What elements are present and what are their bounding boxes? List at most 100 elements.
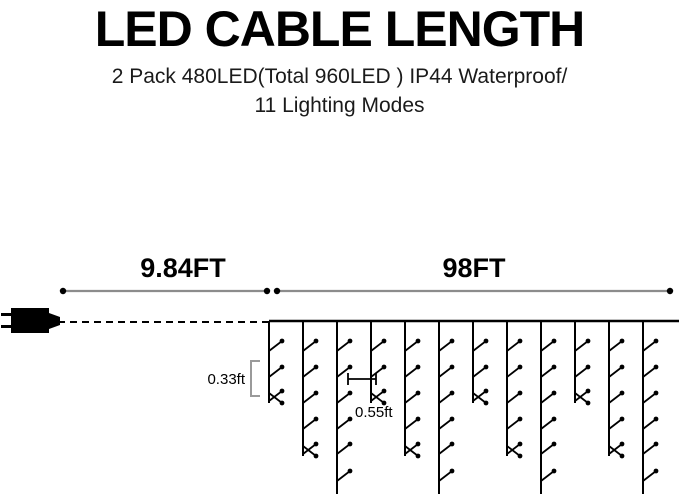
led-bulb [517, 338, 523, 344]
led-bulb [449, 338, 455, 344]
led-bulb [279, 338, 285, 344]
led-bulb [551, 390, 557, 396]
led-bulb [347, 468, 353, 474]
subtitle-line-2: 11 Lighting Modes [254, 94, 425, 117]
led-bulb [653, 390, 659, 396]
led-branch [438, 366, 453, 378]
led-bulb-terminal [415, 453, 421, 459]
led-bulb [449, 390, 455, 396]
led-bulb [381, 388, 387, 394]
led-bulb [517, 390, 523, 396]
icicle-strand [404, 321, 421, 459]
led-branch-terminal [506, 445, 521, 457]
led-bulb [619, 390, 625, 396]
led-bulb [313, 364, 319, 370]
led-branch [642, 470, 657, 482]
lead-dim-dot-left [59, 287, 67, 295]
icicle-strand [472, 321, 489, 406]
drop-spacing-bracket [250, 360, 260, 397]
led-branch-terminal [574, 392, 589, 404]
icicle-strand [336, 321, 353, 494]
led-branch [506, 418, 521, 430]
led-bulb [551, 364, 557, 370]
led-branch-terminal [302, 445, 317, 457]
led-branch [472, 366, 487, 378]
subtitle-line-1: 2 Pack 480LED(Total 960LED ) IP44 Waterp… [111, 65, 568, 88]
led-branch [268, 390, 283, 402]
icicle-strand [438, 321, 455, 494]
led-branch [608, 443, 623, 455]
led-bulb [653, 441, 659, 447]
led-branch-terminal [472, 392, 487, 404]
led-branch [404, 443, 419, 455]
led-bulb [449, 468, 455, 474]
led-bulb [415, 338, 421, 344]
led-branch [574, 366, 589, 378]
led-branch [642, 392, 657, 404]
led-branch [608, 340, 623, 352]
icicle-strand [506, 321, 523, 459]
led-bulb [347, 441, 353, 447]
led-branch [540, 366, 555, 378]
led-branch [438, 443, 453, 455]
led-branch [302, 340, 317, 352]
subtitle: 2 Pack 480LED(Total 960LED ) IP44 Waterp… [0, 62, 679, 120]
led-bulb [483, 388, 489, 394]
led-bulb [483, 338, 489, 344]
led-bulb [313, 441, 319, 447]
led-bulb [551, 441, 557, 447]
led-branch [370, 390, 385, 402]
led-branch [404, 418, 419, 430]
led-bulb-terminal [585, 400, 591, 406]
led-bulb [653, 416, 659, 422]
led-bulb [653, 338, 659, 344]
icicle-strand [302, 321, 319, 459]
led-branch [302, 392, 317, 404]
led-bulb [279, 388, 285, 394]
led-bulb [551, 338, 557, 344]
led-bulb-terminal [517, 453, 523, 459]
led-branch [574, 390, 589, 402]
led-bulb [619, 441, 625, 447]
led-branch-terminal [608, 445, 623, 457]
led-branch [438, 392, 453, 404]
led-branch [404, 392, 419, 404]
led-bulb [415, 364, 421, 370]
led-branch [540, 443, 555, 455]
led-bulb [347, 364, 353, 370]
led-branch [608, 418, 623, 430]
led-branch [642, 340, 657, 352]
led-bulb [347, 338, 353, 344]
led-bulb [313, 338, 319, 344]
led-bulb [381, 364, 387, 370]
led-bulb [585, 338, 591, 344]
led-branch [336, 470, 351, 482]
icicle-strand [574, 321, 591, 406]
icicle-strands [268, 321, 659, 494]
led-bulb-terminal [381, 400, 387, 406]
led-branch-terminal [404, 445, 419, 457]
led-bulb [347, 416, 353, 422]
power-plug-icon [1, 308, 60, 333]
main-dim-dot-left [273, 287, 281, 295]
led-bulb [381, 338, 387, 344]
led-bulb [585, 388, 591, 394]
led-bulb [517, 416, 523, 422]
led-branch [506, 340, 521, 352]
icicle-strand [268, 321, 285, 406]
led-branch [540, 392, 555, 404]
led-branch [370, 366, 385, 378]
led-bulb [619, 364, 625, 370]
led-bulb [313, 416, 319, 422]
page-title: LED CABLE LENGTH [94, 1, 586, 57]
led-branch [336, 443, 351, 455]
led-branch [608, 392, 623, 404]
led-branch [506, 392, 521, 404]
led-branch [642, 366, 657, 378]
led-bulb [449, 441, 455, 447]
led-branch [642, 443, 657, 455]
led-bulb [313, 390, 319, 396]
led-branch [336, 418, 351, 430]
led-bulb [653, 364, 659, 370]
